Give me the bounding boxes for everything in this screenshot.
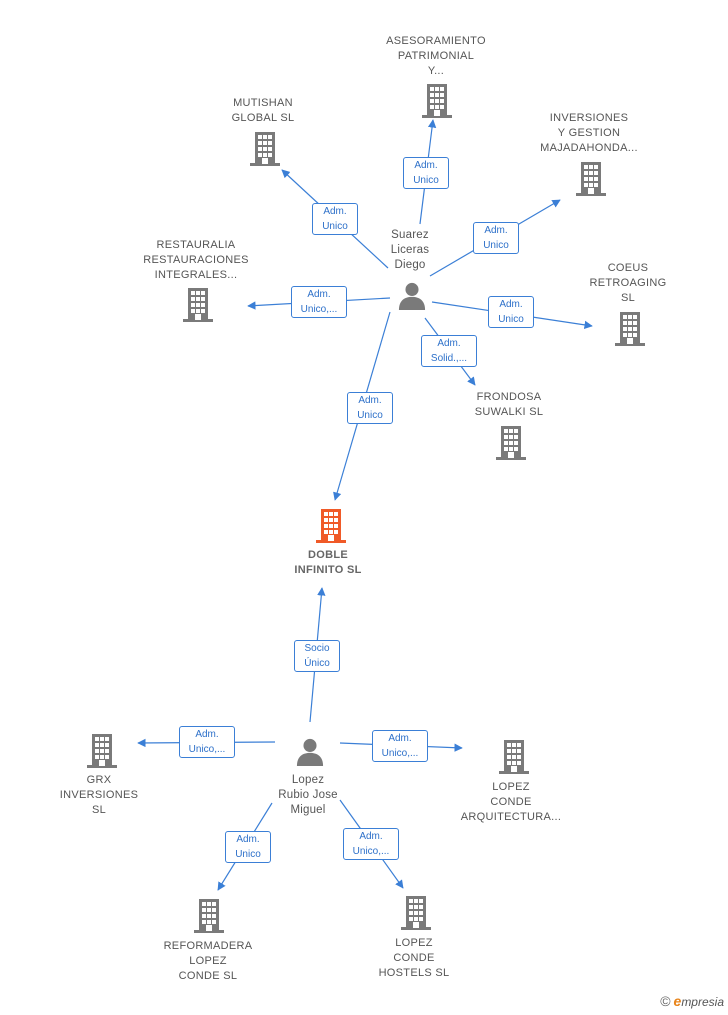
node-label-frondosa[interactable]: FRONDOSA SUWALKI SL: [474, 391, 544, 418]
node-label-doble-infinito[interactable]: DOBLE INFINITO SL: [294, 549, 362, 576]
node-label-lopez-arquitectura[interactable]: LOPEZ CONDE ARQUITECTURA...: [460, 781, 562, 823]
edge-label-doble-lopez[interactable]: Socio Único: [294, 640, 340, 672]
node-label-reformadera[interactable]: REFORMADERA LOPEZ CONDE SL: [163, 940, 253, 982]
edge-label-inversiones[interactable]: Adm. Unico: [473, 222, 519, 254]
footer-brand[interactable]: ©empresia: [660, 993, 724, 1009]
copyright-symbol: ©: [660, 993, 671, 1009]
edge-label-frondosa[interactable]: Adm. Solid.,...: [421, 335, 477, 367]
building-icon[interactable]: [615, 312, 645, 346]
building-icon[interactable]: [401, 896, 431, 930]
building-icon[interactable]: [496, 426, 526, 460]
building-icon-center[interactable]: [316, 509, 346, 543]
edge-label-asesoramiento[interactable]: Adm. Unico: [403, 157, 449, 189]
node-label-coeus[interactable]: COEUS RETROAGING SL: [589, 262, 667, 304]
brand-logo-text: mpresia: [681, 995, 724, 1009]
edge-label-hostels[interactable]: Adm. Unico,...: [343, 828, 399, 860]
node-label-restauralia[interactable]: RESTAURALIA RESTAURACIONES INTEGRALES...: [143, 239, 249, 281]
person-label-lopez-rubio[interactable]: Lopez Rubio Jose Miguel: [278, 774, 338, 816]
person-icon[interactable]: [398, 282, 426, 310]
edge-label-lopez-arq[interactable]: Adm. Unico,...: [372, 730, 428, 762]
building-icon[interactable]: [194, 899, 224, 933]
brand-logo-e: e: [673, 993, 682, 1009]
edge-label-coeus[interactable]: Adm. Unico: [488, 296, 534, 328]
edge-label-reformadera[interactable]: Adm. Unico: [225, 831, 271, 863]
node-label-inversiones-gestion[interactable]: INVERSIONES Y GESTION MAJADAHONDA...: [540, 112, 638, 154]
node-label-mutishan[interactable]: MUTISHAN GLOBAL SL: [231, 97, 295, 124]
building-icon[interactable]: [250, 132, 280, 166]
building-icon[interactable]: [183, 288, 213, 322]
edge-label-mutishan[interactable]: Adm. Unico: [312, 203, 358, 235]
node-label-asesoramiento[interactable]: ASESORAMIENTO PATRIMONIAL Y...: [386, 35, 486, 77]
edge-label-grx[interactable]: Adm. Unico,...: [179, 726, 235, 758]
node-label-grx[interactable]: GRX INVERSIONES SL: [59, 774, 139, 816]
building-icon[interactable]: [576, 162, 606, 196]
edge-label-restauralia[interactable]: Adm. Unico,...: [291, 286, 347, 318]
person-icon[interactable]: [296, 738, 324, 766]
building-icon[interactable]: [87, 734, 117, 768]
building-icon[interactable]: [422, 84, 452, 118]
building-icon[interactable]: [499, 740, 529, 774]
edge-label-doble-suarez[interactable]: Adm. Unico: [347, 392, 393, 424]
person-label-suarez[interactable]: Suarez Liceras Diego: [390, 229, 430, 271]
node-label-lopez-hostels[interactable]: LOPEZ CONDE HOSTELS SL: [378, 937, 450, 979]
